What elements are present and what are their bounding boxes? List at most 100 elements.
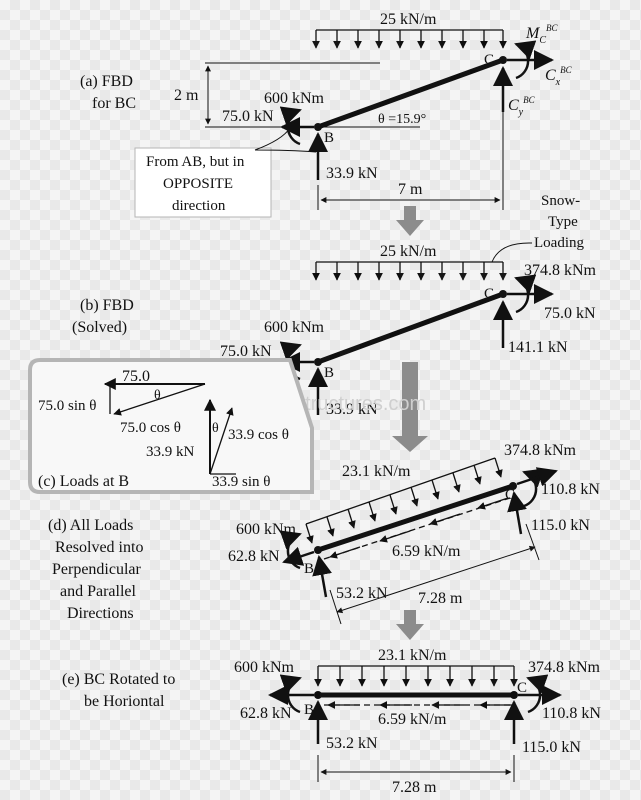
node-b-label-a: B	[324, 130, 334, 146]
moment-c-label-d: 374.8 kNm	[504, 442, 577, 459]
node-b-b	[314, 358, 322, 366]
force-cx-label-e: 110.8 kN	[542, 705, 601, 722]
flow-arrow-3	[396, 610, 424, 640]
force-bx-label-a: 75.0 kN	[222, 108, 274, 125]
panel-a-title-2: for BC	[92, 95, 136, 112]
cx-label: CxBC	[545, 65, 573, 88]
moment-c-label-e: 374.8 kNm	[528, 659, 601, 676]
force-cx-label-d: 110.8 kN	[541, 481, 600, 498]
flow-arrow-2	[392, 362, 428, 452]
perp-load-label-e: 23.1 kN/m	[378, 647, 447, 664]
c-v-force: 33.9 kN	[146, 444, 195, 460]
member-bc-a	[317, 57, 504, 130]
force-cy-label-e: 115.0 kN	[522, 739, 581, 756]
note-leader	[254, 127, 317, 153]
snow-leader	[491, 242, 533, 263]
panel-b: (b) FBD (Solved) Snow- Type Loading 25 k…	[72, 193, 597, 418]
node-c-b	[499, 290, 507, 298]
moment-b-label-b: 600 kNm	[264, 319, 325, 336]
force-by-label-b: 33.9 kN	[326, 401, 378, 418]
panel-d-title-2: Resolved into	[55, 539, 143, 556]
cy-label: CyBC	[508, 95, 536, 118]
note-line-3: direction	[172, 198, 226, 214]
note-line-2: OPPOSITE	[163, 176, 233, 192]
panel-e: (e) BC Rotated to be Horiontal 23.1 kN/m…	[62, 647, 601, 796]
force-bx-arrow-d	[282, 546, 315, 566]
panel-b-title-2: (Solved)	[72, 319, 127, 336]
c-h-force: 75.0	[122, 368, 150, 385]
length-label-e: 7.28 m	[392, 779, 437, 796]
flow-arrow-1	[396, 206, 424, 236]
panel-d-title-3: Perpendicular	[52, 561, 142, 578]
node-c-label-a: C	[484, 52, 494, 68]
moment-c-label-b: 374.8 kNm	[524, 262, 597, 279]
node-b-e	[314, 691, 322, 699]
snow-label-3: Loading	[534, 235, 584, 251]
distributed-load-a	[312, 29, 507, 49]
node-c-label-b: C	[484, 286, 494, 302]
c-v-sin: 33.9 sin θ	[212, 474, 270, 490]
member-bc-d	[317, 483, 514, 553]
c-h-cos-arrow	[113, 383, 206, 416]
dist-load-label-b: 25 kN/m	[380, 243, 437, 260]
node-b-label-e: B	[304, 702, 314, 718]
node-b-d	[314, 546, 322, 554]
length-dimension-e	[317, 755, 515, 782]
distributed-load-b	[312, 261, 507, 281]
moment-b-label-d: 600 kNm	[236, 521, 297, 538]
snow-label-2: Type	[548, 214, 578, 230]
theta-label-a: θ =15.9°	[378, 112, 426, 127]
force-bx-label-d: 62.8 kN	[228, 548, 280, 565]
force-bx-label-b: 75.0 kN	[220, 343, 272, 360]
c-h-cos: 75.0 cos θ	[120, 420, 181, 436]
panel-d-title-4: and Parallel	[60, 583, 137, 600]
moment-b-label-e: 600 kNm	[234, 659, 295, 676]
member-bc-b	[317, 291, 504, 365]
node-b-label-b: B	[324, 365, 334, 381]
panel-e-title-2: be Horiontal	[84, 693, 165, 710]
snow-label-1: Snow-	[541, 193, 580, 209]
panel-a: (a) FBD for BC 25 kN/m 2 m θ	[80, 11, 573, 218]
panel-a-title-1: (a) FBD	[80, 73, 133, 90]
node-c-d	[509, 482, 517, 490]
c-v-cos: 33.9 cos θ	[228, 427, 289, 443]
node-c-label-e: C	[517, 680, 527, 696]
force-by-label-e: 53.2 kN	[326, 735, 378, 752]
panel-e-title-1: (e) BC Rotated to	[62, 671, 175, 688]
moment-b-arrow-d	[279, 530, 302, 570]
force-by-label-a: 33.9 kN	[326, 165, 378, 182]
length-label-d: 7.28 m	[418, 590, 463, 607]
height-label: 2 m	[174, 87, 199, 104]
dist-load-label-a: 25 kN/m	[380, 11, 437, 28]
panel-d-title-5: Directions	[67, 605, 134, 622]
perp-load-label-d: 23.1 kN/m	[342, 463, 411, 480]
note-box	[134, 147, 272, 218]
perp-load-d	[305, 457, 503, 544]
c-h-sin: 75.0 sin θ	[38, 398, 96, 414]
c-theta-2: θ	[212, 421, 219, 436]
c-v-cos-arrow	[209, 407, 234, 475]
panel-c: 75.0 θ 75.0 sin θ 75.0 cos θ θ 33.9 cos …	[28, 358, 314, 494]
panel-c-frame	[28, 358, 314, 494]
height-dimension-a	[205, 62, 380, 128]
force-bx-label-e: 62.8 kN	[240, 705, 292, 722]
panel-b-title-1: (b) FBD	[80, 297, 134, 314]
panel-c-title: (c) Loads at B	[38, 473, 129, 490]
par-load-label-d: 6.59 kN/m	[392, 543, 461, 560]
force-cx-arrow-d	[516, 467, 558, 487]
par-load-label-e: 6.59 kN/m	[378, 711, 447, 728]
length-dimension-d	[329, 523, 540, 625]
panel-d-title-1: (d) All Loads	[48, 517, 133, 534]
node-c-a	[499, 56, 507, 64]
force-by-arrow-d	[312, 555, 332, 598]
moment-c-arrow-d	[522, 468, 545, 508]
span-label-a: 7 m	[398, 181, 423, 198]
mc-label: MCBC	[525, 23, 558, 46]
c-theta-1: θ	[154, 388, 161, 403]
force-cy-label-d: 115.0 kN	[531, 517, 590, 534]
moment-b-label-a: 600 kNm	[264, 90, 325, 107]
force-cx-label-b: 75.0 kN	[544, 305, 596, 322]
perp-load-e	[314, 665, 518, 687]
force-cy-arrow-d	[507, 491, 527, 535]
force-cy-label-b: 141.1 kN	[508, 339, 568, 356]
